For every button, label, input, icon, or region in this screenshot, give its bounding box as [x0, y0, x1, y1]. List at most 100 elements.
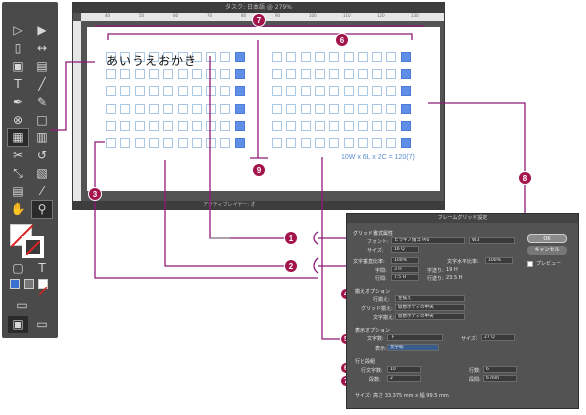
grid-count-text: 10W x 6L x 2C = 120(7)	[341, 154, 415, 161]
vertical-grid-tool-icon[interactable]: ▥	[36, 130, 48, 144]
ok-button[interactable]: OK	[527, 234, 567, 243]
grid-cell	[300, 86, 311, 97]
grid-cell	[163, 52, 174, 62]
eyedropper-tool-icon[interactable]: ⁄	[40, 184, 43, 198]
view-size-field[interactable]: 27 Q	[481, 334, 515, 341]
preview-checkbox[interactable]	[527, 261, 533, 267]
grid-cell	[329, 103, 340, 114]
grid-cell	[400, 52, 411, 62]
grid-cell	[191, 69, 202, 80]
grid-cell	[106, 138, 116, 148]
free-transform-icon[interactable]: ⤡	[13, 166, 23, 180]
gradient-button[interactable]	[24, 279, 34, 289]
vertical-ruler[interactable]	[73, 21, 81, 203]
formatting-text-icon[interactable]: T	[38, 261, 46, 275]
gyookuri-label: 行送り:	[427, 276, 444, 282]
preview-label: プレビュー	[536, 261, 562, 267]
grid-cell	[372, 103, 383, 114]
grid-cell	[357, 103, 368, 114]
grid-cell	[372, 52, 383, 62]
font-label: フォント:	[367, 239, 389, 245]
lines-label: 行数:	[469, 368, 481, 374]
content-collector-icon[interactable]: ▣	[12, 59, 24, 73]
aki-field[interactable]: 3 H	[391, 266, 419, 273]
grid-cell	[357, 69, 368, 80]
gradient-tool-icon[interactable]: ▧	[36, 166, 48, 180]
formatting-container-icon[interactable]: ▢	[12, 261, 24, 275]
grid-cell	[220, 120, 231, 131]
grid-cell	[148, 120, 159, 131]
chars-per-line-field[interactable]: 10	[387, 366, 421, 373]
scissors-tool-icon[interactable]: ✂	[12, 148, 24, 162]
gyokan-field[interactable]: 7.5 H	[391, 274, 419, 281]
color-button[interactable]	[10, 279, 20, 289]
line-align-label: 行揃え:	[373, 297, 390, 303]
view-mode-icon[interactable]: ▭	[16, 298, 28, 312]
aki-result: 19 H	[446, 267, 458, 273]
hand-tool-icon[interactable]: ✋	[10, 202, 26, 216]
screen-mode-icon[interactable]: ▭	[36, 317, 48, 331]
rotate-tool-icon[interactable]: ↺	[36, 148, 48, 162]
grid-cell	[134, 103, 145, 114]
note-tool-icon[interactable]: ▤	[12, 184, 24, 198]
direct-selection-tool-icon[interactable]: ▶	[37, 23, 47, 37]
normal-mode-icon[interactable]: ▣	[8, 316, 28, 333]
count-select[interactable]: 下	[387, 334, 443, 341]
size-field[interactable]: 16 Q	[391, 246, 419, 253]
selection-tool-icon[interactable]: ▷	[13, 23, 23, 37]
pencil-tool-icon[interactable]: ✎	[36, 95, 48, 109]
ruler-mark: 100	[309, 13, 317, 18]
grid-align-select[interactable]: 仮想ボディの中央	[395, 304, 465, 311]
content-placer-icon[interactable]: ▤	[36, 59, 48, 73]
count-label: 文字数:	[367, 336, 384, 342]
grid-cell	[163, 86, 174, 97]
font-weight-select[interactable]: W3	[469, 237, 515, 244]
pen-tool-icon[interactable]: ✒	[12, 95, 24, 109]
gyokan-label: 行間:	[375, 276, 387, 282]
line-tool-icon[interactable]: ╱	[38, 77, 46, 91]
grid-cell	[191, 138, 202, 148]
section-align: 揃えオプション	[355, 289, 391, 295]
zoom-tool-icon[interactable]: ⚲	[31, 200, 53, 219]
gap-tool-icon[interactable]: ↔	[36, 41, 48, 55]
vscale-label: 文字垂直比率:	[353, 259, 385, 265]
char-align-select[interactable]: 仮想ボディの中央	[395, 313, 465, 320]
cancel-button[interactable]: キャンセル	[527, 246, 567, 255]
grid-cell	[234, 52, 245, 62]
cols-field[interactable]: 2	[387, 375, 421, 382]
grid-cell	[329, 69, 340, 80]
grid-cell	[286, 86, 297, 97]
lines-field[interactable]: 6	[483, 366, 517, 373]
callout-badge-2: 2	[284, 259, 298, 273]
cols-label: 段数:	[369, 377, 381, 383]
grid-cell	[148, 138, 159, 148]
grid-cell	[206, 86, 217, 97]
none-button[interactable]	[38, 279, 48, 296]
grid-cell	[300, 103, 311, 114]
rectangle-tool-icon[interactable]: □	[36, 113, 48, 127]
grid-cell	[386, 103, 397, 114]
font-family-select[interactable]: ヒラギノ角ゴ Pro	[391, 237, 465, 244]
grid-cell	[148, 52, 159, 62]
grid-cell	[120, 138, 131, 148]
grid-cell	[372, 120, 383, 131]
grid-cell	[220, 52, 231, 62]
grid-cell	[106, 120, 116, 131]
grid-cell	[134, 52, 145, 62]
line-align-select[interactable]: 左揃え	[395, 295, 465, 302]
grid-cell	[272, 138, 282, 148]
gutter-field[interactable]: 6 mm	[483, 375, 517, 382]
ellipse-frame-icon[interactable]: ⊗	[12, 113, 24, 127]
hscale-field[interactable]: 100%	[485, 257, 513, 264]
frame-grid-tool-icon[interactable]: ▦	[7, 128, 29, 147]
grid-cell	[343, 120, 354, 131]
frame-grid-settings-dialog: フレームグリッド設定 OK キャンセル プレビュー グリッド書式属性 フォント:…	[346, 213, 579, 409]
grid-cell	[386, 69, 397, 80]
grid-cell	[386, 52, 397, 62]
vscale-field[interactable]: 100%	[391, 257, 419, 264]
type-tool-icon[interactable]: T	[14, 77, 22, 91]
page-tool-icon[interactable]: ▯	[14, 41, 22, 55]
grid-cell	[386, 138, 397, 148]
stroke-swatch[interactable]	[22, 236, 44, 258]
display-select[interactable]: 文字枠	[387, 344, 439, 351]
